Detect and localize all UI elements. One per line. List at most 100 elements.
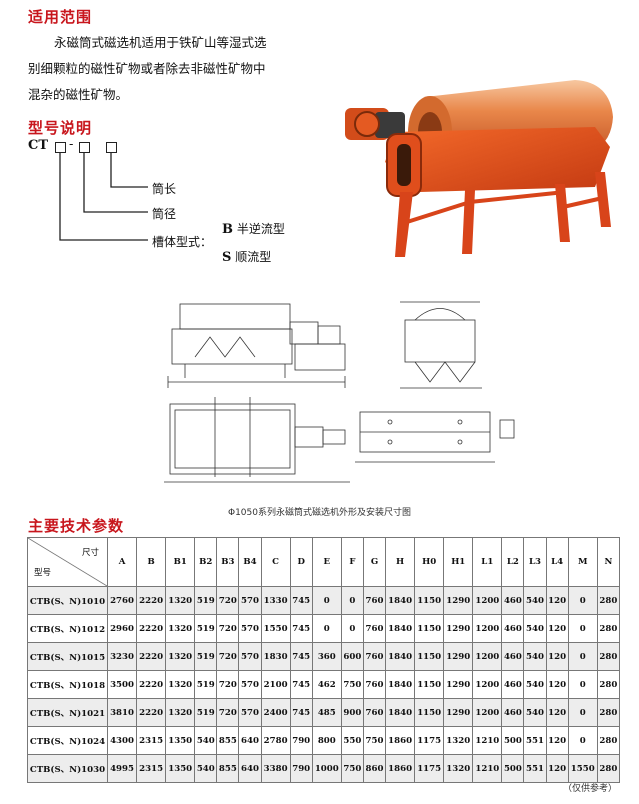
value-cell: 1320 <box>165 614 196 643</box>
corner-diagonal <box>28 538 107 586</box>
col-header: B4 <box>238 537 262 587</box>
value-cell: 860 <box>362 754 387 783</box>
value-cell: 1290 <box>443 698 474 727</box>
tank-type-s: S 顺流型 <box>222 248 271 265</box>
value-cell: 1290 <box>443 642 474 671</box>
value-cell: 720 <box>216 670 240 699</box>
value-cell: 3810 <box>106 698 138 727</box>
value-cell: 519 <box>194 698 218 727</box>
value-cell: 745 <box>289 698 313 727</box>
col-header: G <box>362 537 387 587</box>
value-cell: 900 <box>340 698 364 727</box>
value-cell: 1200 <box>472 614 503 643</box>
value-cell: 120 <box>545 642 569 671</box>
value-cell: 550 <box>340 726 364 755</box>
value-cell: 460 <box>501 670 525 699</box>
value-cell: 2220 <box>136 586 167 615</box>
col-header: C <box>260 537 291 587</box>
value-cell: 1290 <box>443 614 474 643</box>
col-header: B <box>136 537 167 587</box>
scope-line-2: 别细颗粒的磁性矿物或者除去非磁性矿物中 <box>28 61 266 76</box>
value-cell: 280 <box>596 670 621 699</box>
model-cell: CTB(S、N)1030 <box>27 754 108 783</box>
value-cell: 1150 <box>414 614 445 643</box>
value-cell: 2315 <box>136 754 167 783</box>
value-cell: 280 <box>596 698 621 727</box>
value-cell: 4300 <box>106 726 138 755</box>
value-cell: 0 <box>311 586 342 615</box>
value-cell: 551 <box>523 754 547 783</box>
value-cell: 540 <box>194 726 218 755</box>
value-cell: 0 <box>567 726 598 755</box>
value-cell: 540 <box>523 670 547 699</box>
model-heading: 型号说明 <box>28 119 93 137</box>
tank-type-b-name: 半逆流型 <box>236 222 285 236</box>
value-cell: 0 <box>311 614 342 643</box>
value-cell: 790 <box>289 726 313 755</box>
value-cell: 640 <box>238 726 262 755</box>
value-cell: 540 <box>523 586 547 615</box>
value-cell: 0 <box>340 586 364 615</box>
value-cell: 745 <box>289 586 313 615</box>
value-cell: 760 <box>362 614 387 643</box>
col-header: E <box>311 537 342 587</box>
model-connector-lines <box>59 153 148 241</box>
model-cell: CTB(S、N)1012 <box>27 614 108 643</box>
value-cell: 1150 <box>414 586 445 615</box>
value-cell: 1200 <box>472 670 503 699</box>
col-header: L1 <box>472 537 503 587</box>
value-cell: 600 <box>340 642 364 671</box>
value-cell: 1350 <box>165 754 196 783</box>
machine-photo <box>345 80 613 257</box>
value-cell: 0 <box>567 614 598 643</box>
col-header: H <box>385 537 416 587</box>
corner-label-model: 型号 <box>34 568 52 578</box>
value-cell: 2220 <box>136 698 167 727</box>
label-drum-diameter: 筒径 <box>152 207 177 221</box>
value-cell: 570 <box>238 586 262 615</box>
value-cell: 0 <box>340 614 364 643</box>
value-cell: 519 <box>194 642 218 671</box>
value-cell: 2400 <box>260 698 291 727</box>
value-cell: 3500 <box>106 670 138 699</box>
value-cell: 3230 <box>106 642 138 671</box>
value-cell: 120 <box>545 670 569 699</box>
value-cell: 1840 <box>385 670 416 699</box>
value-cell: 1175 <box>414 726 445 755</box>
col-header: F <box>340 537 364 587</box>
col-header: B1 <box>165 537 196 587</box>
value-cell: 1210 <box>472 754 503 783</box>
specs-table: 尺寸 型号 A B B1 B2 B3 B4 C D E F G H H0 H1 … <box>27 537 621 783</box>
value-cell: 800 <box>311 726 342 755</box>
value-cell: 1330 <box>260 586 291 615</box>
box-diameter <box>79 142 90 153</box>
value-cell: 855 <box>216 754 240 783</box>
value-cell: 745 <box>289 614 313 643</box>
value-cell: 2960 <box>106 614 138 643</box>
value-cell: 1840 <box>385 586 416 615</box>
col-header: L3 <box>523 537 547 587</box>
scope-description: 永磁筒式磁选机适用于铁矿山等湿式选 别细颗粒的磁性矿物或者除去非磁性矿物中 混杂… <box>28 30 313 108</box>
value-cell: 1550 <box>260 614 291 643</box>
table-corner-cell: 尺寸 型号 <box>27 537 108 587</box>
value-cell: 745 <box>289 642 313 671</box>
model-cell: CTB(S、N)1021 <box>27 698 108 727</box>
value-cell: 3380 <box>260 754 291 783</box>
value-cell: 760 <box>362 642 387 671</box>
value-cell: 1350 <box>165 726 196 755</box>
value-cell: 1150 <box>414 698 445 727</box>
value-cell: 280 <box>596 642 621 671</box>
box-length <box>106 142 117 153</box>
scope-line-3: 混杂的磁性矿物。 <box>28 87 129 102</box>
value-cell: 1200 <box>472 586 503 615</box>
col-header: B3 <box>216 537 240 587</box>
col-header: L4 <box>545 537 569 587</box>
value-cell: 570 <box>238 614 262 643</box>
value-cell: 500 <box>501 726 525 755</box>
value-cell: 855 <box>216 726 240 755</box>
value-cell: 0 <box>567 698 598 727</box>
col-header: D <box>289 537 313 587</box>
col-header: A <box>106 537 138 587</box>
